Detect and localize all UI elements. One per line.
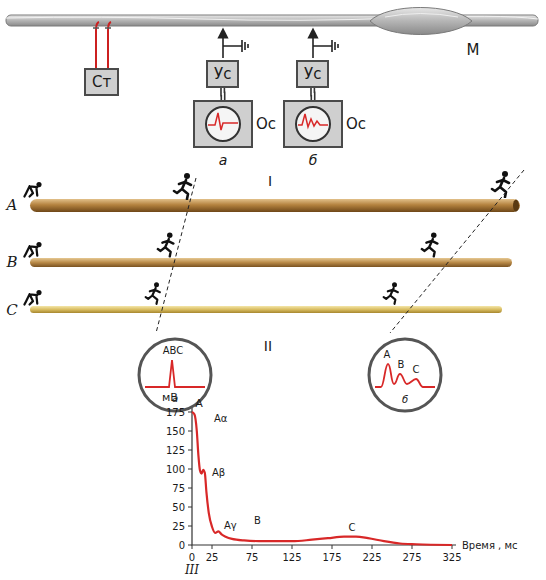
tick bbox=[188, 545, 192, 546]
tick bbox=[212, 545, 213, 549]
wave-label: B bbox=[398, 360, 405, 370]
oscilloscope: Оса bbox=[193, 100, 253, 148]
tick bbox=[188, 469, 192, 470]
amplifier-box: Ус bbox=[296, 60, 329, 88]
tick bbox=[292, 545, 293, 549]
stimulator-box: Ст bbox=[84, 68, 119, 96]
tick-label: 100 bbox=[166, 464, 185, 475]
part-number: I bbox=[268, 174, 272, 189]
screen-circle: ABCб bbox=[367, 337, 443, 413]
tick bbox=[188, 488, 192, 489]
cable bbox=[312, 88, 313, 100]
box-label: Ус bbox=[214, 65, 231, 83]
cable-core bbox=[312, 88, 314, 100]
nerve-fibers bbox=[30, 199, 520, 313]
peak-label: C bbox=[349, 522, 356, 533]
timing-lines bbox=[156, 170, 524, 333]
cable-core bbox=[222, 88, 224, 100]
tick bbox=[188, 431, 192, 432]
tick bbox=[412, 545, 413, 549]
amplifier-box: Ус bbox=[206, 60, 239, 88]
tick-label: 175 bbox=[166, 407, 185, 418]
chart bbox=[188, 406, 456, 549]
tick bbox=[372, 545, 373, 549]
tick bbox=[188, 507, 192, 508]
peak-label: Aγ bbox=[224, 520, 237, 531]
fiber-label: B bbox=[6, 254, 17, 271]
wave-label: ABC bbox=[163, 346, 184, 356]
tick bbox=[188, 412, 192, 413]
panel-letter: б bbox=[309, 152, 318, 168]
tick-label: 25 bbox=[172, 521, 185, 532]
cable-outline bbox=[310, 88, 315, 100]
tick-label: 225 bbox=[362, 552, 381, 563]
tick-label: 0 bbox=[179, 540, 185, 551]
tick-label: 125 bbox=[282, 552, 301, 563]
nerve bbox=[6, 8, 538, 35]
action-potential-curve bbox=[192, 412, 452, 545]
tick-label: 150 bbox=[166, 426, 185, 437]
tick-label: 75 bbox=[246, 552, 259, 563]
tick bbox=[252, 545, 253, 549]
tick bbox=[188, 450, 192, 451]
tick-label: 0 bbox=[189, 552, 195, 563]
muscle bbox=[370, 8, 472, 35]
wave-label: C bbox=[413, 365, 420, 375]
fiber-label: C bbox=[6, 302, 17, 319]
panel-letter: а bbox=[219, 152, 228, 168]
tick-label: 25 bbox=[206, 552, 219, 563]
axis-unit: мВ bbox=[162, 392, 178, 404]
fiber-label: A bbox=[7, 197, 18, 214]
axis-title: Время , мс bbox=[462, 540, 518, 551]
device-label: Ос bbox=[346, 115, 366, 133]
tick-label: 175 bbox=[322, 552, 341, 563]
box-label: Ст bbox=[92, 73, 111, 91]
peak-label: Aα bbox=[214, 413, 227, 424]
runners bbox=[24, 171, 509, 305]
tick-label: 50 bbox=[172, 502, 185, 513]
cable-outline bbox=[220, 88, 225, 100]
peak-label: Aβ bbox=[212, 467, 225, 478]
tick bbox=[332, 545, 333, 549]
panel-letter: б bbox=[402, 395, 408, 405]
box-label: Ус bbox=[304, 65, 321, 83]
wave-label: A bbox=[384, 350, 391, 360]
screen bbox=[195, 102, 251, 146]
tick bbox=[188, 526, 192, 527]
tick-label: 275 bbox=[402, 552, 421, 563]
peak-label: B bbox=[254, 515, 261, 526]
tick-label: 75 bbox=[172, 483, 185, 494]
stimulator-wires bbox=[93, 22, 111, 72]
tick bbox=[192, 545, 193, 549]
tick-label: 325 bbox=[442, 552, 461, 563]
oscilloscope: Осб bbox=[283, 100, 343, 148]
axes bbox=[192, 406, 456, 545]
tick-label: 125 bbox=[166, 445, 185, 456]
muscle-label: М bbox=[467, 42, 480, 59]
cable bbox=[222, 88, 223, 100]
part-number: II bbox=[264, 339, 272, 354]
electrode-arrows bbox=[223, 33, 338, 58]
part-number: III bbox=[185, 564, 199, 577]
peak-label: A bbox=[195, 398, 203, 410]
screen bbox=[285, 102, 341, 146]
device-label: Ос bbox=[256, 115, 276, 133]
